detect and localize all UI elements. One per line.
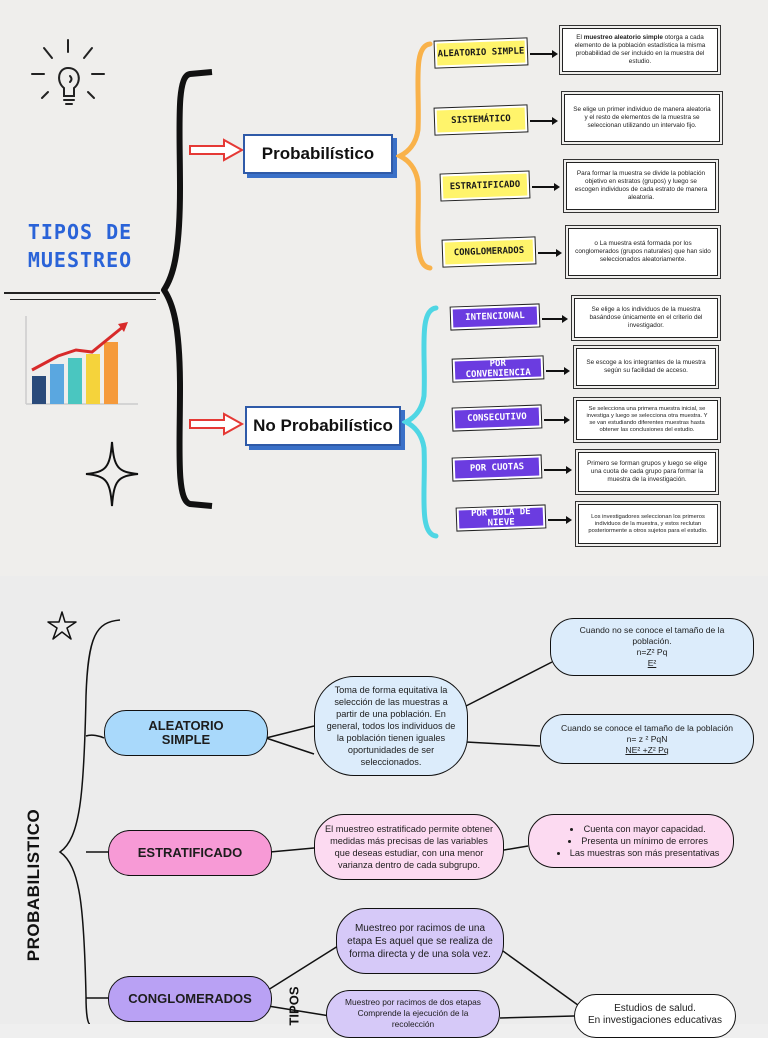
node-estratificado: ESTRATIFICADO bbox=[108, 830, 272, 876]
desc-por-conveniencia: Se escoge a los integrantes de la muestr… bbox=[573, 345, 719, 389]
desc-aleatorio-post: otorga a cada elemento de la población e… bbox=[574, 34, 706, 65]
category-no-probabilistico-label: No Probabilístico bbox=[253, 416, 393, 435]
main-title: TIPOS DE MUESTREO bbox=[27, 220, 133, 272]
desc-aleatorio-pre: El bbox=[576, 34, 584, 41]
label-aleatorio-simple: ALEATORIO SIMPLE bbox=[433, 37, 529, 69]
formula-unknown-numerator: n=Z² Pq bbox=[636, 647, 668, 657]
formula-unknown-denominator: E² bbox=[647, 658, 657, 668]
desc-consecutivo: Se selecciona una primera muestra inicia… bbox=[573, 397, 721, 443]
conglomerados-one-stage: Muestreo por racimos de una etapa Es aqu… bbox=[336, 908, 504, 974]
arrow-sistematico bbox=[530, 117, 558, 124]
label-por-bola-de-nieve: POR BOLA DE NIEVE bbox=[455, 504, 547, 532]
studies-bubble: Estudios de salud. En investigaciones ed… bbox=[574, 994, 736, 1038]
sparkle-icon bbox=[85, 441, 139, 507]
arrow-estratificado bbox=[532, 183, 560, 190]
point-item: Presenta un mínimo de errores bbox=[557, 835, 720, 847]
desc-aleatorio-simple: El muestreo aleatorio simple otorga a ca… bbox=[559, 25, 721, 75]
bar-chart-icon bbox=[25, 316, 138, 405]
arrow-aleatorio bbox=[530, 50, 558, 57]
conglomerados-two-stage: Muestreo por racimos de dos etapas Compr… bbox=[326, 990, 500, 1038]
estratificado-description: El muestreo estratificado permite obtene… bbox=[314, 814, 504, 880]
orange-brace bbox=[396, 41, 433, 271]
cyan-brace bbox=[402, 305, 439, 539]
arrow-conveniencia bbox=[546, 367, 570, 374]
node-conglomerados: CONGLOMERADOS bbox=[108, 976, 272, 1022]
known-population-bubble: Cuando se conoce el tamaño de la poblaci… bbox=[540, 714, 754, 764]
side-label-tipos: TIPOS bbox=[286, 986, 302, 1026]
label-sistematico: SISTEMÁTICO bbox=[433, 104, 529, 136]
label-por-cuotas: POR CUOTAS bbox=[451, 454, 543, 482]
desc-conglomerados: o La muestra está formada por los conglo… bbox=[565, 225, 721, 279]
star-icon bbox=[47, 611, 77, 640]
point-item: Las muestras son más presentativas bbox=[557, 847, 720, 859]
formula-known-numerator: n= z ² PqN bbox=[626, 733, 668, 744]
bottom-connectors bbox=[58, 619, 583, 1024]
estratificado-points: Cuenta con mayor capacidad. Presenta un … bbox=[528, 814, 734, 868]
node-aleatorio-simple: ALEATORIO SIMPLE bbox=[104, 710, 268, 756]
arrow-intencional bbox=[542, 315, 568, 322]
category-probabilistico-label: Probabilístico bbox=[261, 144, 375, 163]
arrow-consecutivo bbox=[544, 416, 570, 423]
arrow-cuotas bbox=[544, 466, 572, 473]
label-intencional: INTENCIONAL bbox=[449, 303, 541, 331]
lightbulb-icon bbox=[31, 39, 105, 105]
label-consecutivo: CONSECUTIVO bbox=[451, 404, 543, 432]
estratificado-points-list: Cuenta con mayor capacidad. Presenta un … bbox=[543, 823, 720, 859]
desc-aleatorio-bold: muestreo aleatorio simple bbox=[583, 34, 663, 41]
red-arrow-prob bbox=[189, 138, 245, 162]
desc-intencional: Se elige a los individuos de la muestra … bbox=[571, 295, 721, 341]
red-arrow-noprob bbox=[189, 412, 245, 436]
category-no-probabilistico: No Probabilístico bbox=[245, 406, 401, 446]
formula-known-denominator: NE² +Z² Pq bbox=[625, 744, 669, 755]
label-por-conveniencia: POR CONVENIENCIA bbox=[451, 355, 545, 383]
title-underline bbox=[4, 292, 160, 294]
unknown-population-bubble: Cuando no se conoce el tamaño de la pobl… bbox=[550, 618, 754, 676]
desc-sistematico: Se elige un primer individuo de manera a… bbox=[561, 91, 723, 145]
arrow-conglomerados bbox=[538, 249, 562, 256]
desc-por-bola-de-nieve: Los investigadores seleccionan los prime… bbox=[575, 501, 721, 547]
title-underline-2 bbox=[10, 299, 156, 300]
top-mind-map: TIPOS DE MUESTREO Probabilístico No Prob… bbox=[4, 25, 723, 547]
label-estratificado: ESTRATIFICADO bbox=[439, 170, 531, 202]
desc-estratificado: Para formar la muestra se divide la pobl… bbox=[563, 159, 719, 213]
category-probabilistico: Probabilístico bbox=[243, 134, 393, 174]
label-conglomerados: CONGLOMERADOS bbox=[441, 236, 537, 268]
main-brace bbox=[161, 69, 213, 509]
aleatorio-description: Toma de forma equitativa la selección de… bbox=[314, 676, 468, 776]
desc-por-cuotas: Primero se forman grupos y luego se elig… bbox=[575, 449, 719, 495]
arrow-bola-de-nieve bbox=[548, 516, 572, 523]
point-item: Cuenta con mayor capacidad. bbox=[557, 823, 720, 835]
